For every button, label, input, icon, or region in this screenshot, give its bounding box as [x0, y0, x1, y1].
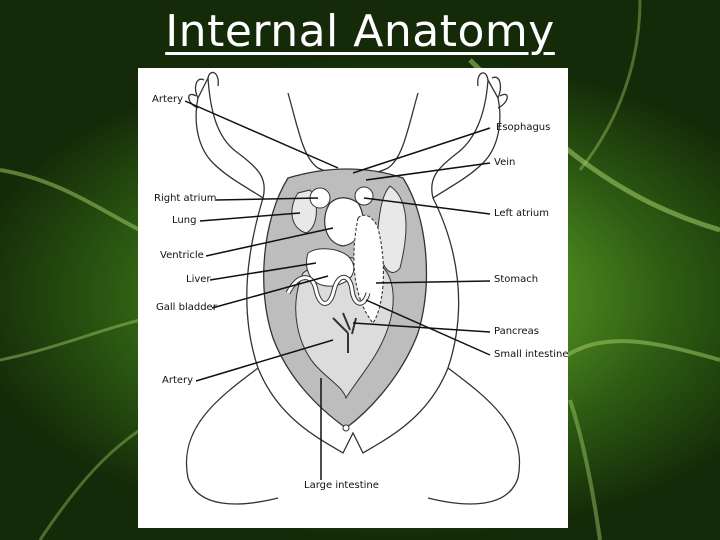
label-liver: Liver — [186, 274, 211, 285]
leader-left-atrium — [363, 197, 491, 215]
leader-pancreas — [352, 322, 491, 333]
leader-esophagus — [352, 127, 491, 174]
left-hand-outline — [195, 75, 265, 200]
leader-small-intestine — [365, 299, 491, 356]
leader-artery-top — [184, 100, 339, 169]
label-esophagus: Esophagus — [496, 122, 551, 133]
right-hand-outline — [431, 77, 501, 200]
label-gall-bladder: Gall bladder — [156, 302, 217, 313]
frog-anatomy-figure: Artery Right atrium Lung Ventricle Liver… — [138, 68, 569, 528]
body-outline — [246, 197, 460, 454]
left-fingers-outline — [188, 71, 219, 109]
neck-outline — [287, 92, 419, 177]
label-vein: Vein — [494, 157, 516, 168]
leg-left-outline — [185, 367, 279, 505]
label-lung: Lung — [172, 215, 197, 226]
stomach-shape — [353, 214, 384, 324]
leader-ventricle — [205, 227, 334, 257]
leader-right-atrium — [215, 197, 319, 201]
leg-right-outline — [427, 367, 521, 505]
label-stomach: Stomach — [494, 274, 539, 285]
leader-lung — [199, 212, 301, 222]
frog-anatomy-drawing — [184, 71, 521, 505]
label-ventricle: Ventricle — [160, 250, 204, 261]
left-atrium-shape — [354, 186, 374, 206]
label-left-atrium: Left atrium — [494, 208, 550, 219]
label-pancreas: Pancreas — [494, 326, 539, 337]
leader-gall-bladder — [211, 275, 329, 309]
slide-title: Internal Anatomy — [165, 6, 555, 57]
leader-vein — [365, 162, 491, 181]
leader-artery-bottom — [195, 339, 334, 382]
leader-stomach — [375, 280, 491, 284]
label-artery-bottom: Artery — [162, 375, 194, 386]
cloaca-shape — [342, 424, 350, 432]
label-large-intestine: Large intestine — [304, 480, 379, 491]
right-fingers-outline — [477, 72, 508, 109]
label-right-atrium: Right atrium — [154, 193, 217, 204]
leader-liver — [209, 262, 317, 281]
lung-right — [377, 185, 407, 273]
label-small-intestine: Small intestine — [494, 349, 569, 360]
label-artery-top: Artery — [152, 94, 184, 105]
pancreas-shape — [332, 312, 357, 353]
